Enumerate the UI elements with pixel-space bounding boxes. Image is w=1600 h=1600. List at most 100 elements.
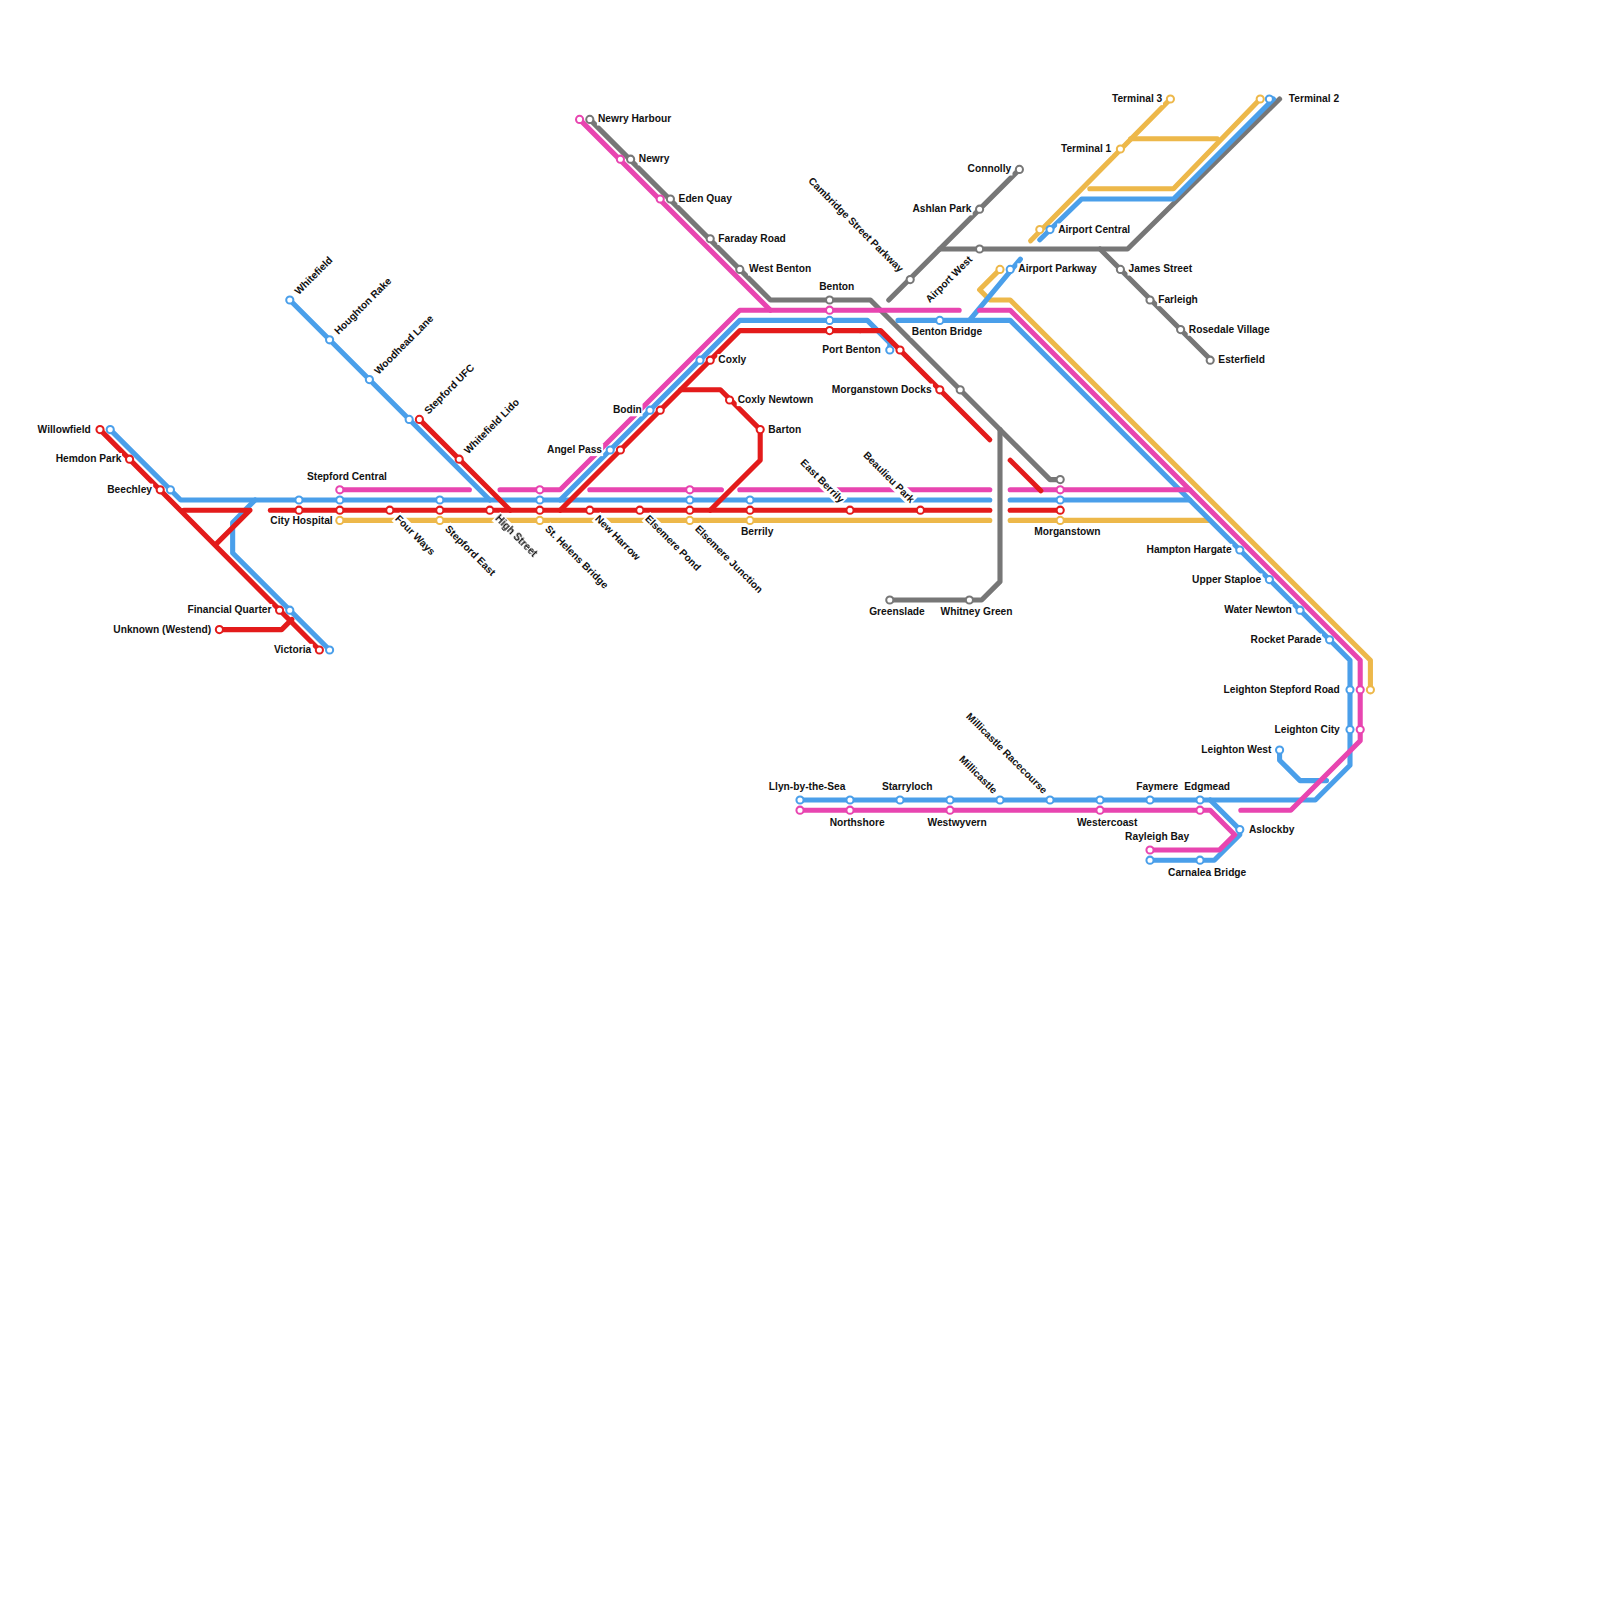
station-marker <box>826 307 833 314</box>
station-marker <box>886 596 893 603</box>
station-marker <box>896 346 903 353</box>
route-line <box>1010 508 1060 513</box>
station-name: Leighton West <box>1200 744 1272 756</box>
station-marker <box>1367 686 1374 693</box>
station-marker <box>796 796 803 803</box>
station-marker <box>896 796 903 803</box>
station-marker <box>336 507 343 514</box>
route-line <box>219 619 291 629</box>
route-line <box>940 99 1280 249</box>
station-marker <box>707 235 714 242</box>
station-name: Llyn-by-the-Sea <box>768 781 847 793</box>
route-line <box>980 269 1371 689</box>
station-marker <box>617 446 624 453</box>
station-marker <box>976 206 983 213</box>
route-line <box>1280 750 1327 781</box>
station-name: Rosedale Village <box>1188 323 1271 335</box>
station-name: Whitney Green <box>940 606 1014 618</box>
route-line <box>1100 249 1210 359</box>
station-name: Beaulieu Park <box>860 449 918 507</box>
route-line <box>800 810 1235 850</box>
station-marker <box>536 507 543 514</box>
station-name: Connolly <box>967 163 1013 175</box>
station-marker <box>607 446 614 453</box>
station-marker <box>1266 95 1273 102</box>
station-name: Water Newton <box>1223 604 1293 616</box>
station-marker <box>736 266 743 273</box>
station-name: Millicastle Racecourse <box>963 710 1051 798</box>
station-marker <box>336 486 343 493</box>
station-marker <box>946 796 953 803</box>
station-marker <box>536 486 543 493</box>
station-marker <box>436 507 443 514</box>
station-marker <box>936 386 943 393</box>
route-line <box>890 430 1000 600</box>
route-line <box>290 300 490 500</box>
station-name: Rayleigh Bay <box>1124 831 1190 843</box>
station-marker <box>1117 145 1124 152</box>
station-name: Benton <box>818 281 855 293</box>
station-name: Berrily <box>740 526 774 538</box>
station-name: Newry <box>638 153 671 165</box>
station-name: Victoria <box>273 644 312 656</box>
station-marker <box>157 486 164 493</box>
station-marker <box>686 507 693 514</box>
station-marker <box>336 517 343 524</box>
station-name: Houghton Rake <box>331 275 394 338</box>
station-marker <box>366 376 373 383</box>
station-marker <box>1296 607 1303 614</box>
station-marker <box>126 456 133 463</box>
route-line <box>590 487 722 492</box>
station-name: Rocket Parade <box>1250 634 1323 646</box>
route-line <box>100 430 319 650</box>
station-marker <box>1146 796 1153 803</box>
station-marker <box>586 507 593 514</box>
station-name: St. Helens Bridge <box>542 522 612 592</box>
station-marker <box>1016 166 1023 173</box>
station-marker <box>646 407 653 414</box>
station-name: New Harrow <box>592 512 644 564</box>
station-name: Cambridge Street Parkway <box>805 174 907 276</box>
station-marker <box>826 317 833 324</box>
station-marker <box>686 517 693 524</box>
station-marker <box>1196 796 1203 803</box>
station-name: Millicastle <box>956 753 1001 798</box>
station-marker <box>1146 846 1153 853</box>
station-marker <box>627 156 634 163</box>
station-name: Airport West <box>922 253 975 306</box>
station-marker <box>1207 357 1214 364</box>
station-marker <box>1167 95 1174 102</box>
station-marker <box>686 496 693 503</box>
station-name: Esterfield <box>1217 354 1266 366</box>
station-marker <box>316 646 323 653</box>
station-marker <box>1036 226 1043 233</box>
station-name: Faraday Road <box>717 233 787 245</box>
station-marker <box>1326 636 1333 643</box>
station-marker <box>586 116 593 123</box>
station-marker <box>1357 686 1364 693</box>
station-marker <box>286 296 293 303</box>
station-markers <box>96 95 1374 863</box>
station-name: Westercoast <box>1076 816 1139 828</box>
station-marker <box>386 507 393 514</box>
route-line <box>419 419 510 510</box>
station-name: Barton <box>767 423 802 435</box>
station-name: Faymere <box>1135 781 1179 793</box>
station-marker <box>336 496 343 503</box>
station-marker <box>826 327 833 334</box>
station-name: Aslockby <box>1248 823 1295 835</box>
station-marker <box>1057 476 1064 483</box>
route-line <box>1090 99 1260 189</box>
station-marker <box>406 416 413 423</box>
station-marker <box>886 346 893 353</box>
station-name: Stepford UFC <box>421 361 478 418</box>
route-line <box>681 390 761 510</box>
station-name: James Street <box>1128 263 1194 275</box>
station-marker <box>846 507 853 514</box>
station-marker <box>796 807 803 814</box>
station-marker <box>1057 496 1064 503</box>
route-line <box>740 487 990 492</box>
station-name: Westwyvern <box>926 816 987 828</box>
station-marker <box>486 507 493 514</box>
station-marker <box>746 517 753 524</box>
